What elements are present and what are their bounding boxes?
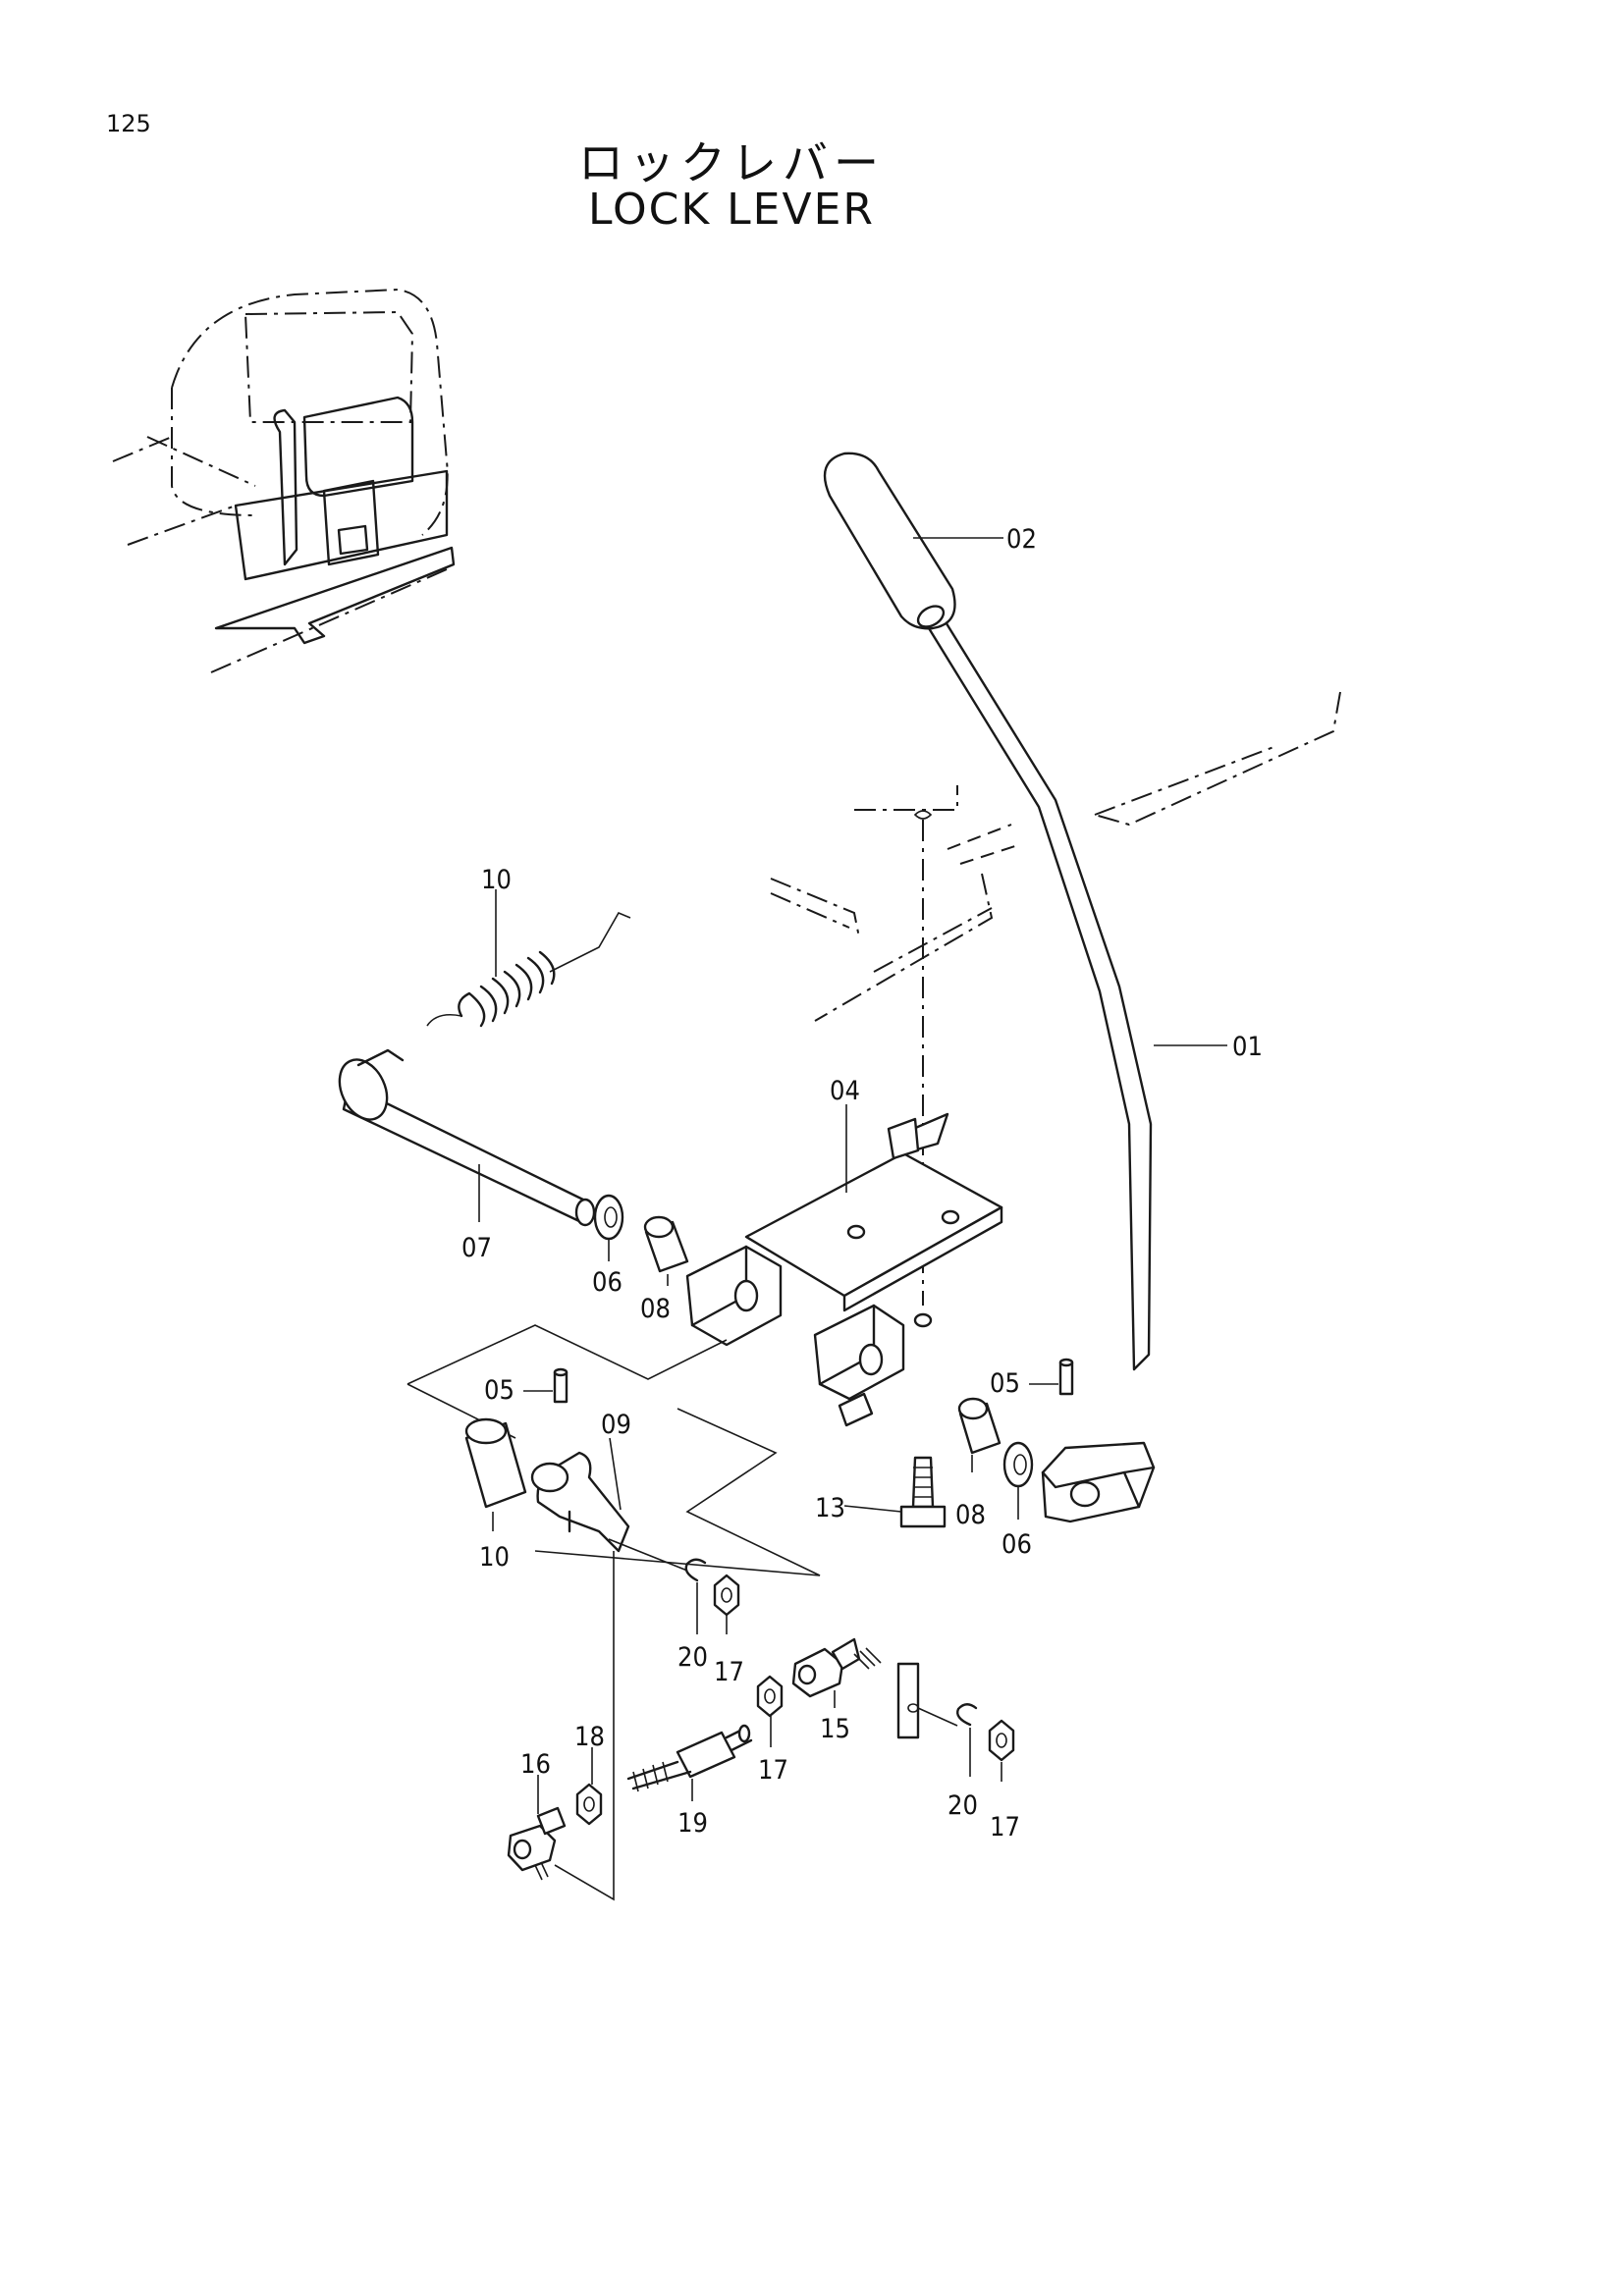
callout-09: 09: [601, 1410, 631, 1440]
callout-16: 16: [520, 1749, 551, 1780]
turnbuckle: [626, 1724, 753, 1792]
callout-06-left: 06: [592, 1267, 623, 1298]
lever-rod: [927, 618, 1156, 1523]
roll-pin-right: [1058, 1358, 1074, 1396]
callout-01: 01: [1232, 1032, 1263, 1062]
callout-08-left: 08: [640, 1294, 671, 1324]
nut-a: [713, 1574, 740, 1617]
washer-right: [1002, 1441, 1034, 1488]
callout-20-left: 20: [677, 1642, 708, 1673]
callout-20-right: 20: [947, 1790, 978, 1821]
snap-ring-left: [684, 1558, 707, 1582]
lever-grip: [823, 452, 956, 630]
callout-17-c: 17: [990, 1812, 1020, 1842]
callout-02: 02: [1006, 524, 1037, 555]
callout-08-right: 08: [955, 1500, 986, 1530]
callout-17-b: 17: [758, 1755, 788, 1786]
nut-c: [988, 1719, 1015, 1762]
page-number: 125: [106, 110, 151, 137]
callout-19: 19: [677, 1808, 708, 1839]
callout-13: 13: [815, 1493, 845, 1523]
rod-end-upper: [791, 1637, 882, 1698]
collar: [464, 1417, 527, 1509]
return-spring: [426, 911, 631, 1028]
callout-06-right: 06: [1001, 1529, 1032, 1560]
callout-05-right: 05: [990, 1368, 1020, 1399]
callout-labels: 02 01 10 07 04 06 08 05 05 09 10 13 08 0…: [461, 524, 1263, 1842]
callout-18: 18: [574, 1722, 605, 1752]
bushing-right: [957, 1397, 1001, 1455]
callout-10: 10: [479, 1542, 510, 1573]
callout-07: 07: [461, 1233, 492, 1263]
leader-lines: [478, 537, 1227, 1814]
callout-11: 10: [481, 865, 512, 895]
roll-pin-left: [553, 1367, 568, 1404]
washer-left: [593, 1194, 624, 1241]
callout-15: 15: [820, 1714, 850, 1744]
title-english: LOCK LEVER: [588, 185, 875, 235]
title-japanese: ロックレバー: [578, 136, 885, 189]
cab-location-inset: [112, 288, 456, 673]
linkage-plate: [896, 1662, 958, 1739]
rod-end-lower: [507, 1806, 567, 1881]
mounting-bolt: [899, 1456, 947, 1528]
phantom-plate: [406, 1324, 728, 1385]
linkage-centerline: [554, 1551, 615, 1901]
nut-b: [756, 1675, 784, 1718]
lever-arm: [530, 1451, 630, 1553]
callout-17-a: 17: [714, 1657, 744, 1687]
lock-nut: [575, 1783, 603, 1826]
snap-ring-right: [956, 1703, 978, 1727]
callout-04: 04: [830, 1076, 860, 1106]
callout-05-left: 05: [484, 1375, 514, 1406]
bushing-left: [643, 1215, 689, 1273]
lever-bracket: [685, 1112, 1003, 1427]
floor-frame-outline: [770, 691, 1341, 1022]
pivot-pin: [338, 1048, 596, 1227]
